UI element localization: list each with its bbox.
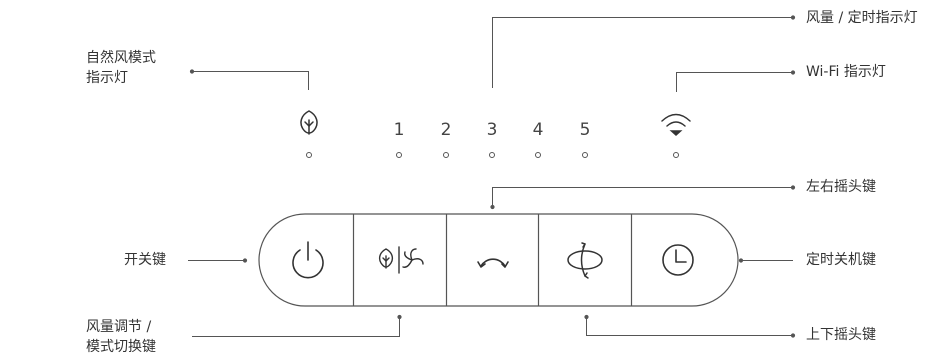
arc-arrow-icon xyxy=(477,258,509,268)
indicator-dot-2 xyxy=(443,152,449,158)
indicator-dots xyxy=(306,152,679,158)
speed-level-5: 5 xyxy=(579,120,591,140)
label-swing-lr: 左右摇头键 xyxy=(806,179,876,195)
label-speed-mode: 风量调节 / 模式切换键 xyxy=(86,317,156,357)
label-natural-mode-line1: 自然风模式 xyxy=(86,50,156,66)
label-natural-mode-line2: 指示灯 xyxy=(86,70,128,86)
label-speed-mode-line1: 风量调节 / xyxy=(86,319,152,335)
indicator-dot-1 xyxy=(396,152,402,158)
label-natural-mode: 自然风模式 指示灯 xyxy=(86,48,156,88)
indicator-dot-5 xyxy=(582,152,588,158)
control-panel xyxy=(258,213,739,307)
indicator-dot-wifi xyxy=(673,152,679,158)
swing-ud-button[interactable] xyxy=(539,214,631,306)
speed-level-1: 1 xyxy=(393,120,405,140)
indicator-dot-4 xyxy=(535,152,541,158)
swing-lr-button[interactable] xyxy=(447,214,538,306)
indicator-dot-3 xyxy=(489,152,495,158)
label-swing-ud: 上下摇头键 xyxy=(806,327,876,343)
power-icon xyxy=(292,241,324,279)
label-speed-mode-line2: 模式切换键 xyxy=(86,339,156,355)
wifi-icon xyxy=(661,113,691,137)
speed-level-3: 3 xyxy=(486,120,498,140)
leaf-fan-icon xyxy=(378,246,424,274)
speed-level-2: 2 xyxy=(440,120,452,140)
speed-level-4: 4 xyxy=(532,120,544,140)
label-wifi: Wi-Fi 指示灯 xyxy=(806,64,886,80)
label-speed-timer: 风量 / 定时指示灯 xyxy=(806,10,918,26)
rotate-icon xyxy=(567,242,603,279)
indicator-dot-natural xyxy=(306,152,312,158)
clock-icon xyxy=(662,244,694,276)
timer-button[interactable] xyxy=(632,214,738,306)
power-button[interactable] xyxy=(259,214,353,306)
speed-mode-button[interactable] xyxy=(354,214,446,306)
label-timer-off: 定时关机键 xyxy=(806,252,876,268)
label-power: 开关键 xyxy=(124,252,166,268)
natural-mode-icon xyxy=(300,110,318,135)
